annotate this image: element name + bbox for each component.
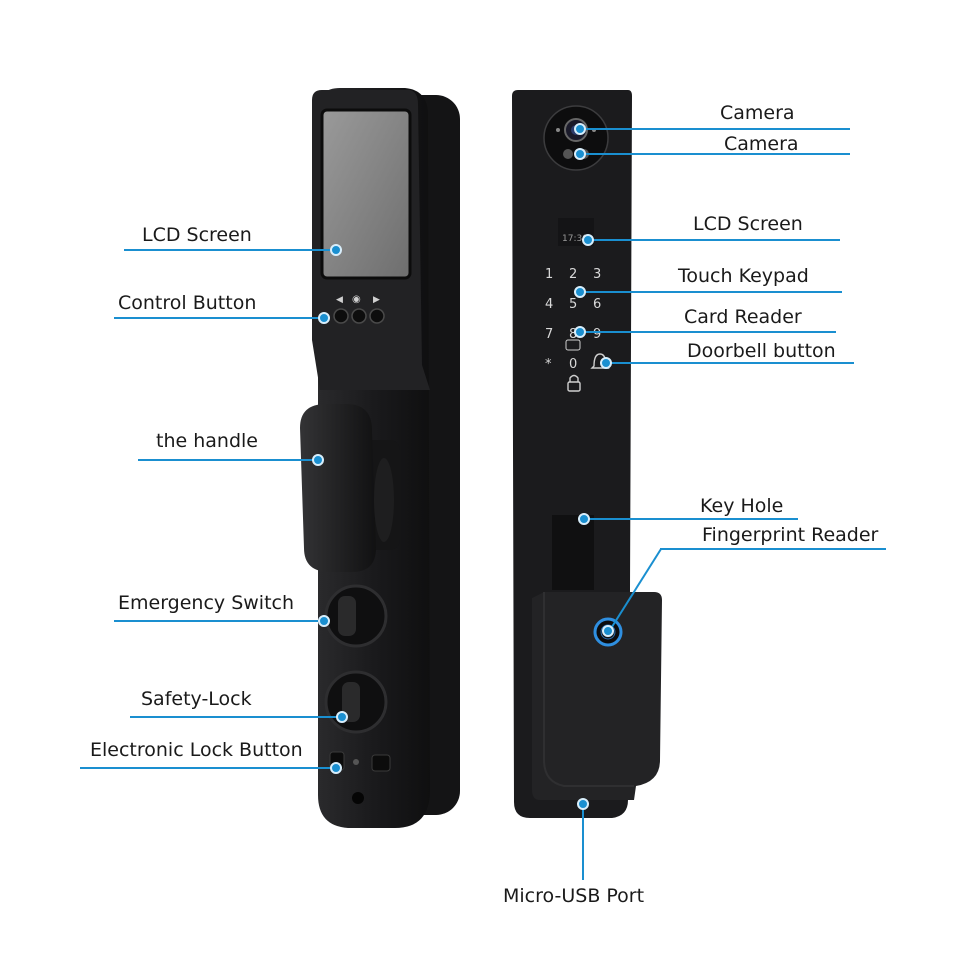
keypad-key: 1 (545, 267, 553, 282)
callout-line (124, 249, 336, 251)
right-keypad: 1 2 3 4 5 6 7 8 9 * 0 (545, 267, 601, 372)
label-key-hole: Key Hole (700, 495, 784, 517)
callout-line (580, 128, 850, 130)
label-electronic-lock-button: Electronic Lock Button (90, 739, 303, 761)
svg-text:▶: ▶ (373, 295, 380, 305)
right-key-hole (552, 515, 594, 590)
callout-dot (602, 625, 614, 637)
label-lcd-screen-left: LCD Screen (142, 224, 252, 246)
callout-dot (336, 711, 348, 723)
callout-dot (330, 762, 342, 774)
callout-dot (574, 326, 586, 338)
callout-dot (578, 513, 590, 525)
callout-dot (574, 123, 586, 135)
label-camera-2: Camera (724, 133, 799, 155)
callout-line (114, 620, 324, 622)
label-micro-usb-port: Micro-USB Port (503, 885, 645, 907)
label-emergency-switch: Emergency Switch (118, 592, 295, 614)
right-lower-housing-edge (543, 592, 634, 787)
callout-line (130, 716, 342, 718)
callout-dot (312, 454, 324, 466)
callout-dot (574, 148, 586, 160)
callout-line (660, 548, 886, 550)
callout-line (138, 459, 318, 461)
keypad-key: 5 (569, 297, 577, 312)
left-safety-lock (324, 670, 388, 734)
callout-dot (600, 357, 612, 369)
right-camera-module (543, 105, 609, 171)
callout-dot (574, 286, 586, 298)
left-lcd-screen (320, 108, 412, 280)
callout-line (114, 317, 324, 319)
callout-dot (582, 234, 594, 246)
keypad-key: 6 (593, 297, 601, 312)
callout-vline (582, 804, 584, 880)
left-handle (300, 404, 400, 572)
right-lock: 17:30 1 2 3 4 5 6 7 8 9 * 0 (512, 90, 662, 818)
callout-line (584, 518, 798, 520)
label-camera-1: Camera (720, 102, 795, 124)
callout-line (80, 767, 336, 769)
svg-text:◀: ◀ (336, 295, 343, 305)
keypad-key: 4 (545, 297, 553, 312)
label-control-button: Control Button (118, 292, 257, 314)
callout-line (580, 153, 850, 155)
callout-dot (318, 615, 330, 627)
lock-icon (567, 374, 581, 392)
label-the-handle: the handle (156, 430, 258, 452)
right-lcd-clock: 17:30 (562, 234, 588, 244)
keypad-key: 2 (569, 267, 577, 282)
callout-dot (330, 244, 342, 256)
callout-line (606, 362, 854, 364)
card-reader-icon (565, 339, 581, 351)
keypad-key: 9 (593, 327, 601, 342)
callout-line (580, 291, 842, 293)
label-fingerprint-reader: Fingerprint Reader (702, 524, 879, 546)
label-card-reader: Card Reader (684, 306, 802, 328)
label-lcd-screen-right: LCD Screen (693, 213, 803, 235)
callout-dot (577, 798, 589, 810)
left-control-buttons: ◀ ◉ ▶ (333, 294, 385, 324)
label-doorbell-button: Doorbell button (687, 340, 836, 362)
right-lower-housing (532, 592, 662, 800)
keypad-key: 3 (593, 267, 601, 282)
left-emergency-switch (324, 584, 388, 648)
keypad-key: 0 (569, 357, 577, 372)
label-touch-keypad: Touch Keypad (678, 265, 809, 287)
keypad-key: * (545, 357, 552, 372)
keypad-key: 7 (545, 327, 553, 342)
callout-dot (318, 312, 330, 324)
label-safety-lock: Safety-Lock (141, 688, 252, 710)
callout-line (588, 239, 840, 241)
svg-text:◉: ◉ (352, 294, 361, 305)
callout-line (580, 331, 836, 333)
keypad-key: 8 (569, 327, 577, 342)
left-lock: ◀ ◉ ▶ (300, 88, 460, 828)
